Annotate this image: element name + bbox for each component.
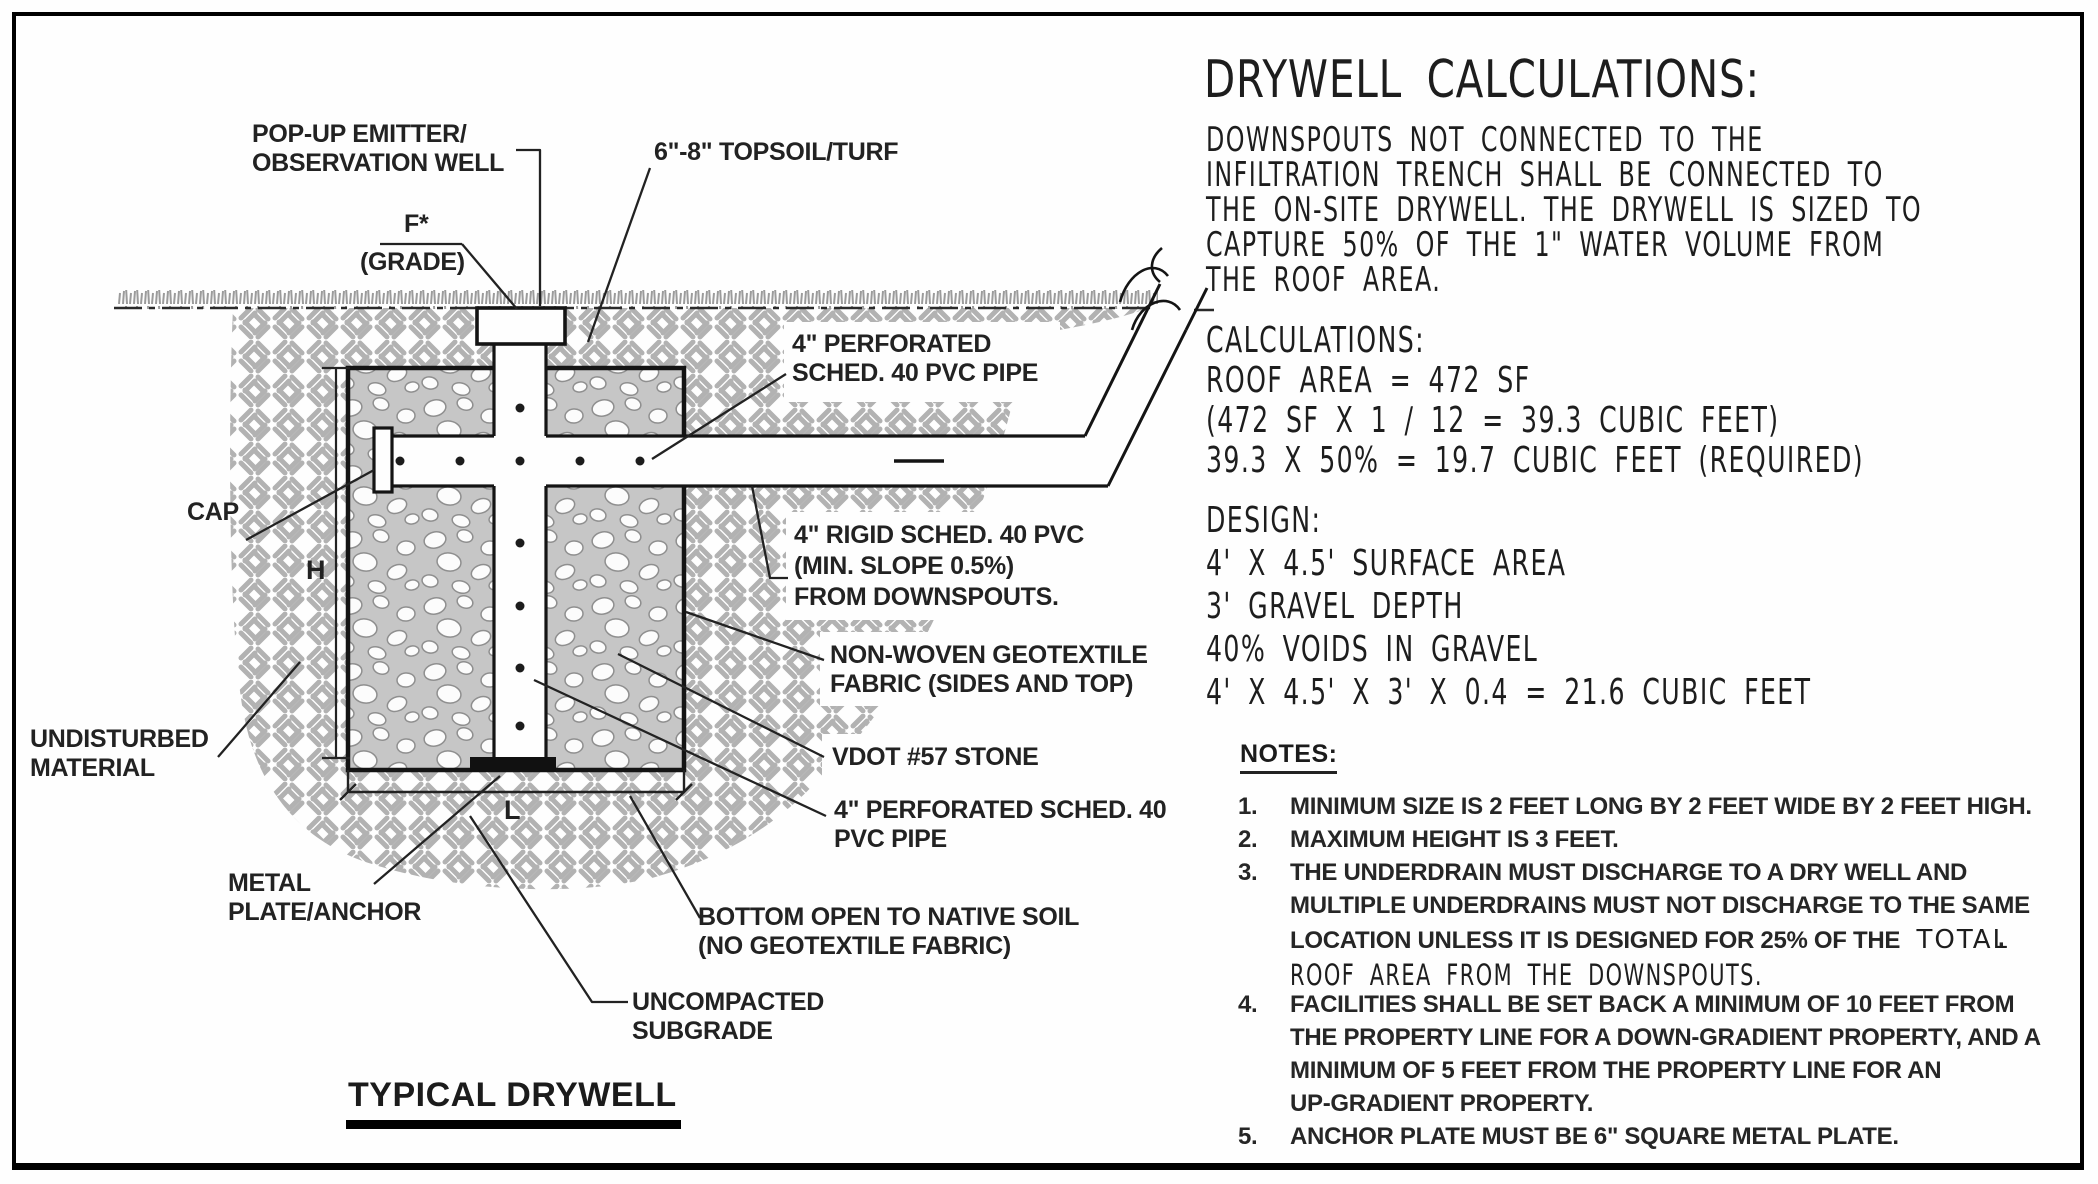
notes-list: 1.MINIMUM SIZE IS 2 FEET LONG BY 2 FEET … (1238, 793, 2041, 1156)
note-line: UP-GRADIENT PROPERTY. (1290, 1090, 1594, 1117)
label-dimension-h: H (306, 555, 326, 585)
label-bottom-open: BOTTOM OPEN TO NATIVE SOIL (NO GEOTEXTIL… (698, 903, 1080, 960)
note-line: THE PROPERTY LINE FOR A DOWN-GRADIENT PR… (1290, 1024, 2041, 1051)
note-line: 5.ANCHOR PLATE MUST BE 6" SQUARE METAL P… (1238, 1123, 1899, 1150)
note-line: LOCATION UNLESS IT IS DESIGNED FOR 25% O… (1290, 925, 2009, 955)
label-vdot-stone: VDOT #57 STONE (832, 743, 1039, 771)
label-f-grade-symbol: F* (404, 210, 429, 238)
label-dimension-l: L (504, 795, 521, 825)
label-perforated-pipe-top: 4" PERFORATED SCHED. 40 PVC PIPE (792, 330, 1039, 387)
note-line: 2.MAXIMUM HEIGHT IS 3 FEET. (1238, 826, 1619, 853)
note-line: 1.MINIMUM SIZE IS 2 FEET LONG BY 2 FEET … (1238, 793, 2032, 820)
downspout-pipe (1083, 247, 1209, 487)
calc-intro: DOWNSPOUTS NOT CONNECTED TO THE INFILTRA… (1206, 120, 1923, 300)
vertical-pipe (492, 344, 548, 760)
pop-up-emitter (475, 306, 567, 346)
stray-period: . (1998, 925, 2005, 952)
pipe-cap (372, 426, 394, 494)
label-backgrounds (624, 322, 1174, 1056)
metal-plate (470, 757, 556, 772)
label-grade: (GRADE) (360, 248, 465, 276)
note-line: 4.FACILITIES SHALL BE SET BACK A MINIMUM… (1238, 991, 2015, 1018)
leader-lines (217, 148, 827, 1004)
dimension-h (322, 366, 350, 760)
calc-heading: DRYWELL CALCULATIONS: (1204, 50, 1760, 110)
label-metal-plate: METAL PLATE/ANCHOR (228, 869, 422, 926)
label-cap: CAP (187, 498, 239, 526)
grade-line (114, 290, 1214, 312)
pipe-break-icon (1118, 247, 1182, 331)
perforation-dots (395, 403, 645, 731)
note-line: MULTIPLE UNDERDRAINS MUST NOT DISCHARGE … (1290, 892, 2030, 919)
label-undisturbed-material: UNDISTURBED MATERIAL (30, 725, 209, 782)
label-rigid-pvc: 4" RIGID SCHED. 40 PVC (MIN. SLOPE 0.5%)… (794, 521, 1085, 611)
diagram-title: TYPICAL DRYWELL (346, 1076, 681, 1129)
label-perforated-pipe-bottom: 4" PERFORATED SCHED. 40 PVC PIPE (834, 796, 1167, 853)
note-line: 3.THE UNDERDRAIN MUST DISCHARGE TO A DRY… (1238, 859, 1968, 886)
label-geotextile: NON-WOVEN GEOTEXTILE FABRIC (SIDES AND T… (830, 641, 1148, 698)
note-line: MINIMUM OF 5 FEET FROM THE PROPERTY LINE… (1290, 1057, 1942, 1084)
label-uncompacted-subgrade: UNCOMPACTED SUBGRADE (632, 988, 825, 1045)
notes-heading: NOTES: (1240, 740, 1338, 774)
design-block: DESIGN: 4' X 4.5' SURFACE AREA 3' GRAVEL… (1206, 500, 1812, 713)
calc-block: CALCULATIONS: ROOF AREA = 472 SF (472 SF… (1206, 320, 1865, 481)
label-popup-emitter: POP-UP EMITTER/ OBSERVATION WELL (252, 120, 505, 177)
label-topsoil: 6"-8" TOPSOIL/TURF (654, 138, 899, 166)
note-line: ROOF AREA FROM THE DOWNSPOUTS. (1290, 958, 1763, 992)
dimension-l (339, 770, 693, 801)
